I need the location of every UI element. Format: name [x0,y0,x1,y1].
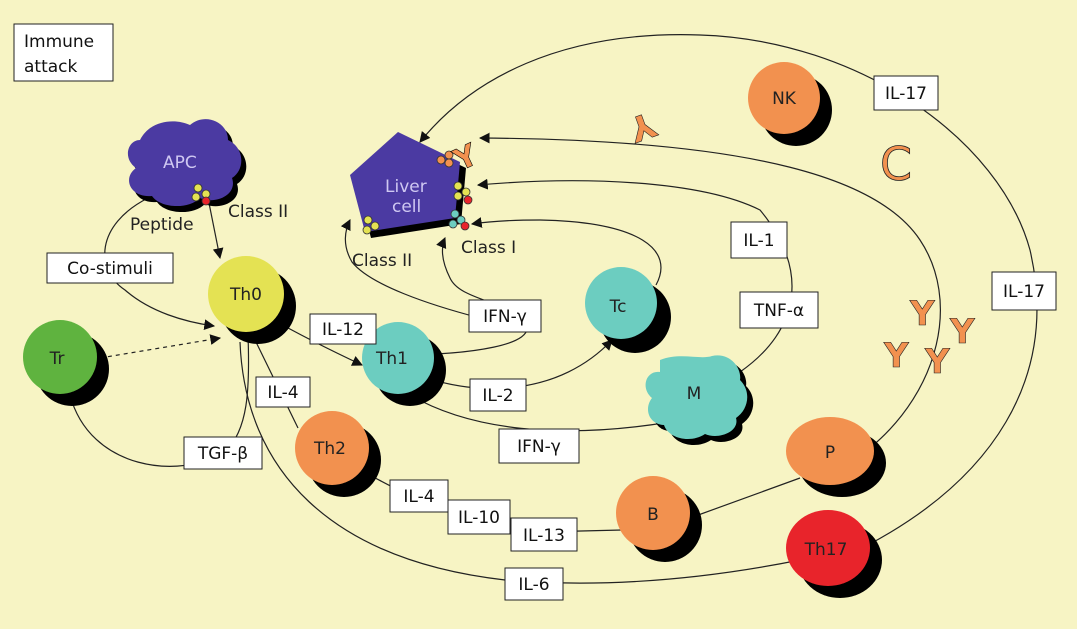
costimuli-label: Co-stimuli [67,259,153,279]
liver-label-1: Liver [385,177,427,197]
il12-box: IL-12 [309,313,377,345]
il4-b-label: IL-4 [403,487,434,507]
class1-liver-label: Class I [461,238,516,258]
il10-box: IL-10 [447,499,511,535]
tnfa-label: TNF-α [753,301,804,321]
il13-box: IL-13 [510,517,578,552]
il4-a-box: IL-4 [255,376,311,408]
tc-label: Tc [609,297,627,317]
p-label: P [825,443,835,463]
cytokine-boxes: Co-stimuli IL-12 IFN-γ IL-2 IFN-γ IL-4 T… [46,75,1057,601]
liver-antigen-dots [362,150,473,235]
il17-top-label: IL-17 [885,84,927,104]
b-label: B [647,505,659,525]
class2-apc-label: Class II [228,202,288,222]
nk-cell: NK [748,62,832,146]
il1-box: IL-1 [730,221,788,259]
tr-cell: Tr [23,320,109,406]
th17-label: Th17 [804,540,848,560]
antibody-icon-1: Y [623,103,661,149]
il10-label: IL-10 [458,508,500,528]
ifng-bottom-box: IFN-γ [498,428,580,464]
th17-cell: Th17 [786,510,882,598]
th2-label: Th2 [313,439,346,459]
il17-to-liver-arrow [419,34,1038,546]
il17-right-box: IL-17 [991,271,1057,311]
th1-label: Th1 [375,349,408,369]
b-to-p-line [689,477,801,519]
antibody-icon-5: Y [924,342,950,382]
apc-to-th0-arrow [207,197,224,260]
title-line-1: Immune [24,32,94,52]
tc-cell: Tc [585,267,671,353]
b-cell: B [616,476,702,562]
tr-label: Tr [49,349,65,369]
nk-label: NK [772,89,797,109]
tgfb-label: TGF-β [197,444,248,464]
peptide-label: Peptide [130,215,194,235]
tgfb-box: TGF-β [183,436,263,470]
ifng-bottom-label: IFN-γ [517,437,561,457]
complement-c: C [880,137,912,191]
class2-liver-label: Class II [352,251,412,271]
liver-label-2: cell [392,197,421,217]
il12-label: IL-12 [322,320,364,340]
liver-cell: Liver cell Y [350,132,485,238]
il17-right-label: IL-17 [1003,282,1045,302]
class2-arrow [340,219,481,319]
th1-cell: Th1 [362,322,446,406]
title-line-2: attack [24,57,78,77]
il2-label: IL-2 [482,386,513,406]
il17-top-box: IL-17 [873,75,939,111]
th0-cell: Th0 [208,256,296,344]
il6-box: IL-6 [504,567,564,601]
il2-box: IL-2 [469,378,527,412]
macrophage-cell: M [645,355,754,446]
il4-a-label: IL-4 [267,383,298,403]
ifng-to-m-arrow [409,394,672,432]
p-cell: P [786,417,886,497]
tr-to-th0-dashed-arrow [99,334,222,359]
il1-label: IL-1 [743,231,774,251]
antibody-icon-2: Y [909,294,935,334]
tc-to-liver-arrow [470,217,662,286]
apc-cell: APC [127,119,247,213]
il4-b-box: IL-4 [389,479,449,513]
th0-label: Th0 [229,285,262,305]
title-box: Immune attack [13,23,114,82]
apc-peptide-dots [191,183,211,206]
il13-label: IL-13 [523,526,565,546]
m-label: M [687,384,702,404]
th2-cell: Th2 [295,411,381,497]
il6-label: IL-6 [518,575,549,595]
costimuli-arrow [104,197,216,331]
costimuli-box: Co-stimuli [46,252,174,284]
il6-curve [239,341,801,584]
antibody-icon-3: Y [949,312,975,352]
ifng-top-label: IFN-γ [483,307,527,327]
apc-label: APC [163,153,197,173]
p-to-liver-arrow [478,132,941,449]
tnfa-box: TNF-α [739,291,819,329]
antibody-icon-4: Y [883,336,909,376]
ifng-top-box: IFN-γ [468,299,542,333]
